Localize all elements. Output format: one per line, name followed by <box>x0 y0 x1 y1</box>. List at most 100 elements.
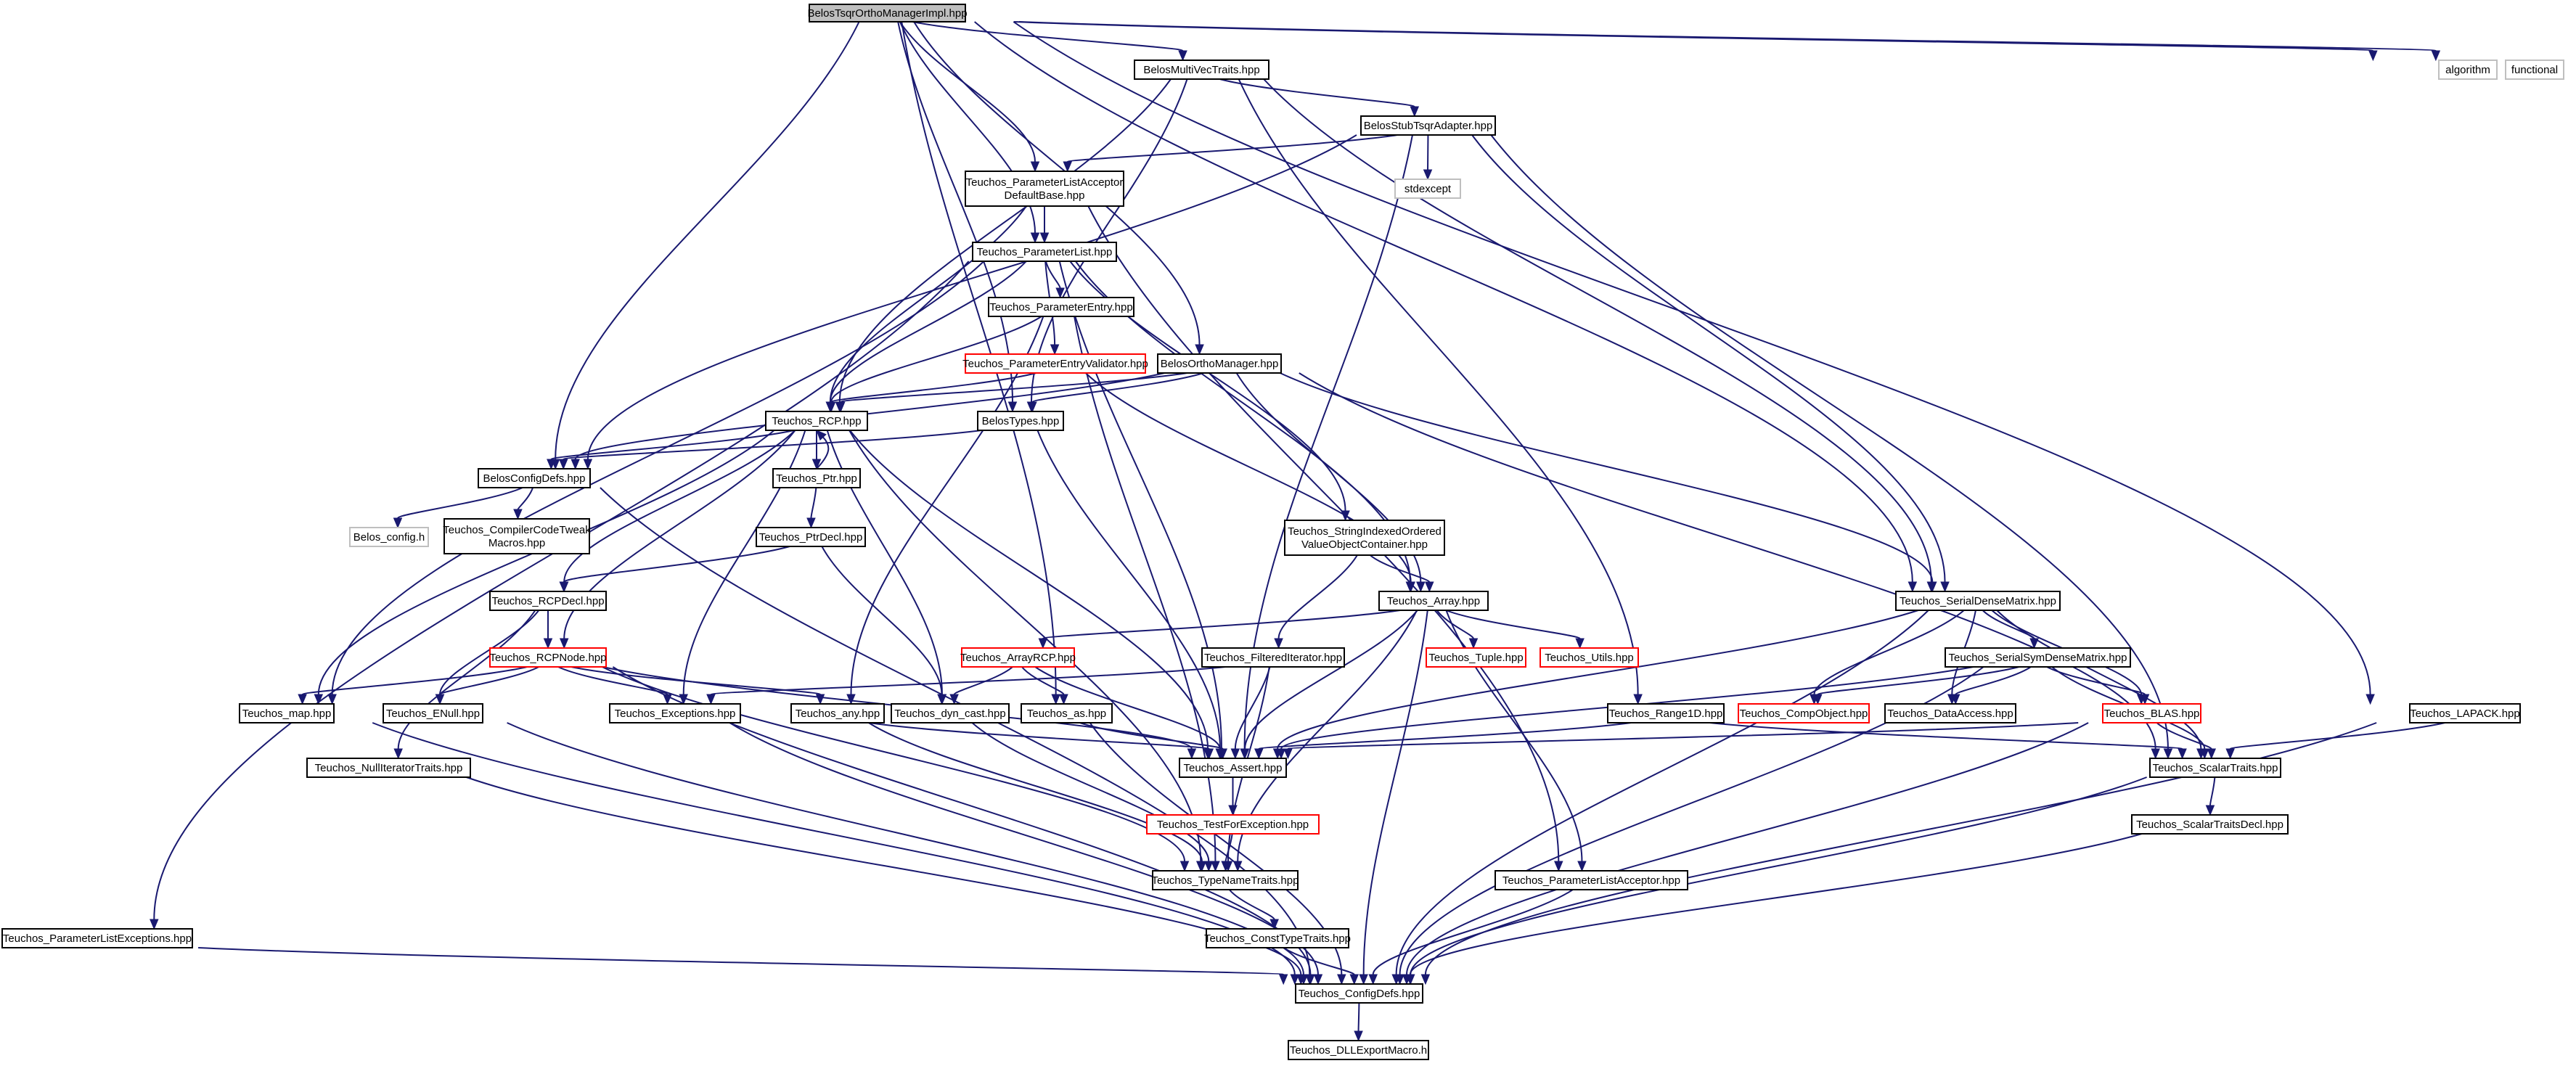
node-dataaccess[interactable]: Teuchos_DataAccess.hpp <box>1884 703 2016 723</box>
node-box <box>1152 870 1299 890</box>
arrowhead <box>583 459 593 470</box>
node-configdefs[interactable]: BelosConfigDefs.hpp <box>478 468 591 488</box>
node-pla[interactable]: Teuchos_ParameterListAcceptor.hpp <box>1495 870 1688 890</box>
node-compobj[interactable]: Teuchos_CompObject.hpp <box>1738 703 1870 723</box>
node-orthomgr[interactable]: BelosOrthoManager.hpp <box>1157 353 1282 374</box>
node-box <box>765 411 868 431</box>
node-stdexcept[interactable]: stdexcept <box>1394 179 1461 199</box>
arrowhead <box>1274 638 1283 649</box>
node-lapack[interactable]: Teuchos_LAPACK.hpp <box>2409 703 2521 723</box>
arrowhead <box>1468 638 1479 649</box>
node-dllexport[interactable]: Teuchos_DLLExportMacro.h <box>1288 1040 1429 1060</box>
arrowhead <box>559 638 569 649</box>
arrowhead <box>2368 50 2378 62</box>
node-label: Teuchos_ParameterListExceptions.hpp <box>3 932 192 945</box>
node-as[interactable]: Teuchos_as.hpp <box>1021 703 1113 723</box>
arrowhead <box>1028 401 1037 413</box>
node-pev[interactable]: Teuchos_ParameterEntryValidator.hpp <box>962 353 1148 374</box>
node-range1d[interactable]: Teuchos_Range1D.hpp <box>1607 703 1725 723</box>
node-ptrdecl[interactable]: Teuchos_PtrDecl.hpp <box>756 527 866 547</box>
arrowhead <box>937 694 946 705</box>
node-map[interactable]: Teuchos_map.hpp <box>239 703 335 723</box>
node-rcpdecl[interactable]: Teuchos_RCPDecl.hpp <box>489 591 607 611</box>
node-assert[interactable]: Teuchos_Assert.hpp <box>1179 758 1287 778</box>
node-box <box>1426 647 1526 668</box>
node-label: Teuchos_Exceptions.hpp <box>615 708 736 720</box>
node-box <box>306 758 471 778</box>
node-box <box>972 242 1117 262</box>
node-algorithm[interactable]: algorithm <box>2438 60 2498 80</box>
arrowhead <box>1179 861 1190 872</box>
edge-assert-to-testforexc <box>1228 777 1238 816</box>
node-ssdm[interactable]: Teuchos_SerialSymDenseMatrix.hpp <box>1945 647 2131 668</box>
node-dyncast[interactable]: Teuchos_dyn_cast.hpp <box>891 703 1010 723</box>
node-typename[interactable]: Teuchos_TypeNameTraits.hpp <box>1152 870 1299 890</box>
node-array[interactable]: Teuchos_Array.hpp <box>1378 591 1489 611</box>
node-sioovc[interactable]: Teuchos_StringIndexedOrderedValueObjectC… <box>1284 520 1445 556</box>
edge-scalartraits-to-stdecl <box>2205 776 2216 816</box>
node-sdm[interactable]: Teuchos_SerialDenseMatrix.hpp <box>1895 591 2061 611</box>
node-plad[interactable]: Teuchos_ParameterListAcceptorDefaultBase… <box>965 171 1124 207</box>
node-blas[interactable]: Teuchos_BLAS.hpp <box>2102 703 2201 723</box>
node-tconfigdefs[interactable]: Teuchos_ConfigDefs.hpp <box>1295 983 1423 1004</box>
node-exceptions[interactable]: Teuchos_Exceptions.hpp <box>609 703 741 723</box>
edge-rcpnode-to-typename <box>602 666 1190 872</box>
node-consttype[interactable]: Teuchos_ConstTypeTraits.hpp <box>1204 928 1351 948</box>
arrowhead <box>811 459 822 470</box>
edge-pla-to-tconfigdefs <box>1368 889 1574 985</box>
node-label: Macros.hpp <box>488 537 545 549</box>
node-root[interactable]: BelosTsqrOrthoManagerImpl.hpp <box>807 4 968 22</box>
edge-plist-to-plexc <box>150 261 970 930</box>
edge-mvtraits-to-stubtsqr <box>1219 78 1420 118</box>
node-stdecl[interactable]: Teuchos_ScalarTraitsDecl.hpp <box>2131 814 2289 835</box>
edge-ptrdecl-to-rcpdecl <box>559 546 790 593</box>
node-testforexc[interactable]: Teuchos_TestForException.hpp <box>1146 814 1320 835</box>
arrowhead <box>2200 748 2209 760</box>
node-label: Teuchos_Ptr.hpp <box>776 472 857 485</box>
node-belostypes[interactable]: BelosTypes.hpp <box>977 411 1064 431</box>
node-box <box>1179 758 1287 778</box>
arrowhead <box>1928 581 1937 593</box>
arrowhead <box>2431 50 2441 62</box>
node-functional[interactable]: functional <box>2505 60 2564 80</box>
node-filtit[interactable]: Teuchos_FilteredIterator.hpp <box>1201 647 1345 668</box>
node-utils[interactable]: Teuchos_Utils.hpp <box>1540 647 1639 668</box>
node-tuple[interactable]: Teuchos_Tuple.hpp <box>1426 647 1526 668</box>
arrowhead <box>1195 344 1204 356</box>
node-mvtraits[interactable]: BelosMultiVecTraits.hpp <box>1134 60 1269 80</box>
node-plexc[interactable]: Teuchos_ParameterListExceptions.hpp <box>1 928 193 948</box>
edge-pentry-to-any <box>846 316 1044 705</box>
arrowhead <box>2225 748 2235 760</box>
node-rcp[interactable]: Teuchos_RCP.hpp <box>765 411 868 431</box>
node-enull[interactable]: Teuchos_ENull.hpp <box>383 703 483 723</box>
edge-lapack-to-scalartraits <box>2225 722 2445 760</box>
node-any[interactable]: Teuchos_any.hpp <box>790 703 885 723</box>
node-label: Teuchos_ParameterEntry.hpp <box>989 301 1132 313</box>
node-scalartraits[interactable]: Teuchos_ScalarTraits.hpp <box>2149 758 2281 778</box>
node-belosconfig[interactable]: Belos_config.h <box>349 527 429 547</box>
node-box <box>1021 703 1113 723</box>
node-rcpnode[interactable]: Teuchos_RCPNode.hpp <box>489 647 607 668</box>
node-label: Teuchos_CompilerCodeTweak <box>443 524 591 536</box>
node-ptr[interactable]: Teuchos_Ptr.hpp <box>772 468 861 488</box>
edge-sioovc-to-array <box>1369 554 1434 593</box>
edge-mvtraits-to-range1d <box>1238 78 1643 705</box>
node-plist[interactable]: Teuchos_ParameterList.hpp <box>972 242 1117 262</box>
node-label: Teuchos_ParameterListAcceptor.hpp <box>1502 874 1680 887</box>
edge-rcpnode-to-any <box>571 666 825 705</box>
edge-rcp-to-ptr <box>811 430 822 470</box>
edge-stubtsqr-to-scalartraits <box>1490 134 2173 760</box>
node-box <box>2149 758 2281 778</box>
edge-ptr-to-ptrdecl <box>806 487 817 529</box>
node-stubtsqr[interactable]: BelosStubTsqrAdapter.hpp <box>1360 115 1496 136</box>
node-nullit[interactable]: Teuchos_NullIteratorTraits.hpp <box>306 758 471 778</box>
node-label: Teuchos_DataAccess.hpp <box>1887 708 2013 720</box>
edge-root-to-lapack <box>1013 21 2375 705</box>
node-label: Teuchos_Assert.hpp <box>1184 762 1283 774</box>
node-arrayrcp[interactable]: Teuchos_ArrayRCP.hpp <box>960 647 1076 668</box>
node-pentry[interactable]: Teuchos_ParameterEntry.hpp <box>988 297 1134 317</box>
edge-array-to-arrayrcp <box>1038 610 1401 649</box>
node-box <box>1394 179 1461 199</box>
node-box <box>1378 591 1489 611</box>
